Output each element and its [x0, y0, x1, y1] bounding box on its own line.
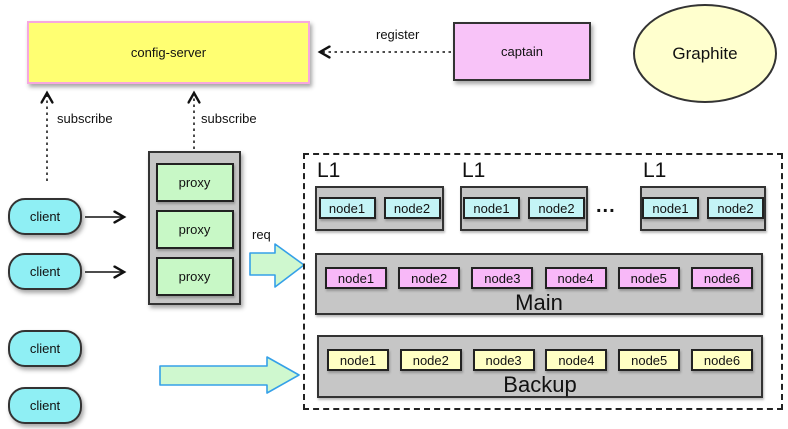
cluster-dashed-box — [303, 153, 783, 410]
proxy-stack-container: proxy proxy proxy — [148, 151, 241, 305]
graphite-ellipse: Graphite — [633, 4, 777, 103]
captain-box: captain — [453, 22, 591, 81]
l1-group2-box: node1 node2 — [460, 186, 588, 231]
backup-node: node6 — [690, 349, 753, 371]
client-box-2: client — [8, 253, 82, 290]
captain-label: captain — [501, 44, 543, 59]
backup-node-row: node1 node2 node3 node4 node5 node6 — [319, 337, 761, 371]
config-server-label: config-server — [130, 45, 207, 60]
graphite-label: Graphite — [672, 43, 738, 63]
client-label: client — [29, 209, 61, 224]
client-box-3: client — [8, 330, 82, 367]
l1-ellipsis: ... — [596, 195, 616, 217]
l1-group1-box: node1 node2 — [315, 186, 444, 231]
backup-block-arrow — [159, 356, 300, 394]
l1-group3-box: node1 node2 — [640, 186, 766, 231]
backup-group-box: node1 node2 node3 node4 node5 node6 Back… — [317, 335, 763, 398]
client-label: client — [29, 398, 61, 413]
client-box-1: client — [8, 198, 82, 235]
proxy-box-3: proxy — [155, 257, 234, 296]
l1-node: node2 — [383, 197, 441, 219]
l1-group1-title: L1 — [317, 159, 341, 182]
subscribe-label-right: subscribe — [201, 111, 257, 126]
main-node: node2 — [398, 267, 461, 289]
register-label: register — [376, 27, 420, 42]
main-node: node6 — [690, 267, 753, 289]
l1-node: node1 — [463, 197, 520, 219]
l1-node: node1 — [318, 197, 376, 219]
l1-node: node2 — [707, 197, 764, 219]
main-node: node3 — [471, 267, 534, 289]
main-group-title: Main — [515, 290, 563, 315]
backup-node: node2 — [399, 349, 462, 371]
subscribe-label-left: subscribe — [57, 111, 113, 126]
l1-node: node2 — [528, 197, 585, 219]
proxy-box-2: proxy — [155, 210, 234, 249]
client-box-4: client — [8, 387, 82, 424]
backup-node: node1 — [327, 349, 389, 371]
main-node: node4 — [544, 267, 607, 289]
main-node: node5 — [617, 267, 680, 289]
backup-node: node4 — [545, 349, 608, 371]
req-block-arrow — [249, 243, 305, 288]
l1-group2-title: L1 — [462, 159, 486, 182]
backup-group-title: Backup — [503, 372, 577, 397]
main-node: node1 — [325, 267, 387, 289]
l1-node: node1 — [642, 197, 699, 219]
l1-group3-title: L1 — [643, 159, 667, 182]
client-label: client — [29, 341, 61, 356]
proxy-box-1: proxy — [155, 163, 234, 202]
main-group-box: node1 node2 node3 node4 node5 node6 Main — [315, 253, 763, 315]
client-label: client — [29, 264, 61, 279]
backup-node: node5 — [618, 349, 681, 371]
backup-node: node3 — [472, 349, 535, 371]
req-label: req — [252, 227, 271, 242]
main-node-row: node1 node2 node3 node4 node5 node6 — [317, 255, 761, 289]
config-server-box: config-server — [27, 21, 310, 84]
